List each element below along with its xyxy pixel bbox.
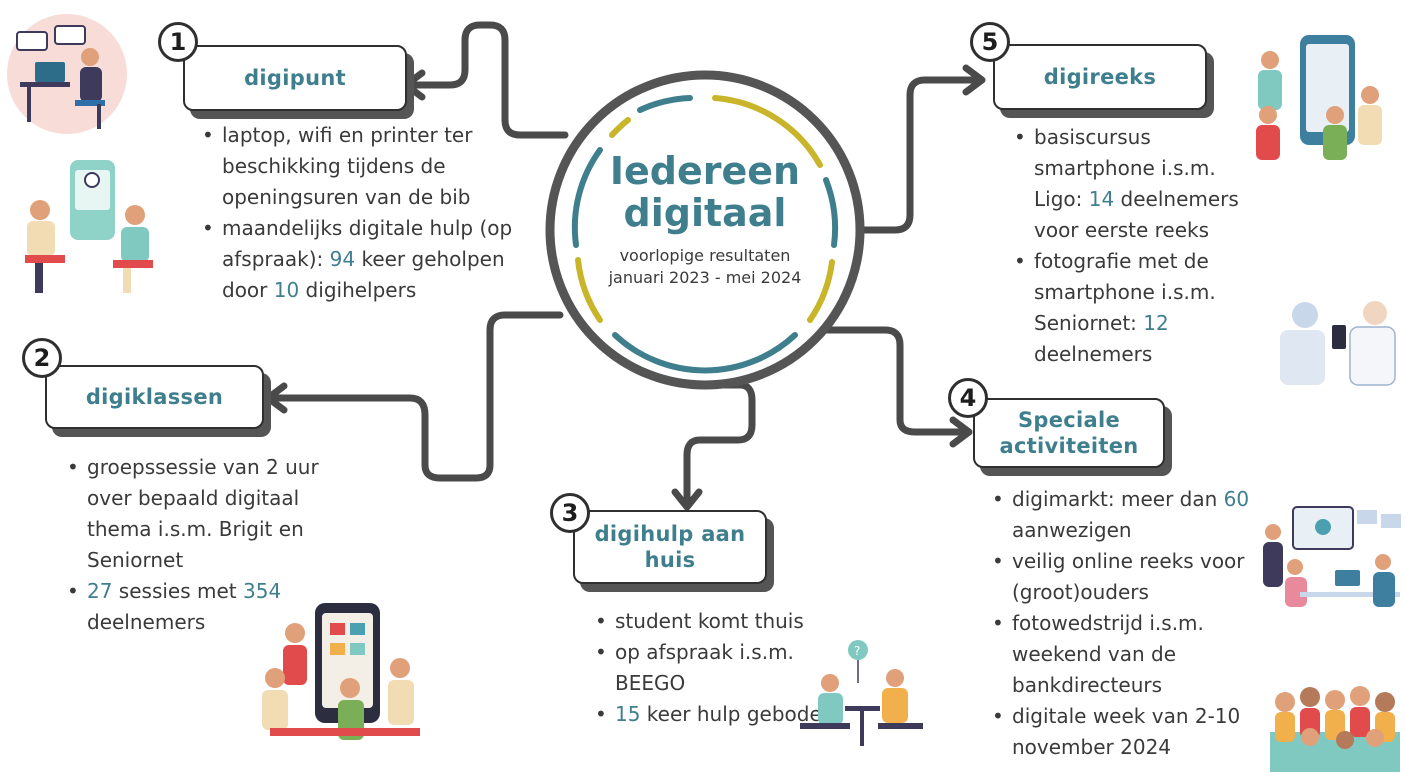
connector-digireeks — [834, 76, 984, 234]
bullet-text: fotografie met de smartphone i.s.m. Seni… — [1034, 249, 1216, 335]
bullet-text: deelnemers voor eerste reeks — [1034, 187, 1239, 242]
center-subtitle-line1: voorlopige resultaten — [619, 246, 791, 265]
bullet-item: digimarkt: meer dan 60 aanwezigen — [990, 484, 1265, 546]
bullet-text: student komt thuis — [615, 609, 804, 633]
node-number-badge-3: 3 — [550, 493, 590, 533]
bullet-item: veilig online reeks voor (groot)ouders — [990, 546, 1265, 608]
bullet-list-digihulp: student komt thuis op afspraak i.s.m. BEE… — [593, 606, 843, 730]
bullet-text: fotowedstrijd i.s.m. weekend van de bank… — [1012, 611, 1204, 697]
highlight-number: 15 — [615, 702, 641, 726]
bullet-text: basiscursus smartphone i.s.m. Ligo: — [1034, 125, 1216, 211]
highlight-number: 27 — [87, 579, 113, 603]
bullet-text: op afspraak i.s.m. BEEGO — [615, 640, 794, 695]
smartphone-group-illustration — [262, 603, 420, 740]
bullet-list-digipunt: laptop, wifi en printer ter beschikking … — [200, 120, 520, 306]
bullet-text: maandelijks digitale hulp (op afspraak): — [222, 216, 513, 271]
bullet-item: groepssessie van 2 uur over bepaald digi… — [65, 452, 365, 576]
center-arc-teal-right — [823, 177, 839, 248]
classroom-screen-illustration — [1263, 506, 1401, 607]
bullet-text: keer hulp geboden — [640, 702, 835, 726]
group-selfie-illustration — [1270, 686, 1400, 772]
bullet-text: digihelpers — [299, 278, 417, 302]
connector-digipunt — [404, 21, 569, 139]
svg-text:?: ? — [854, 644, 860, 658]
node-box-digireeks: digireeks — [993, 44, 1207, 110]
bullet-item: basiscursus smartphone i.s.m. Ligo: 14 d… — [1012, 122, 1262, 246]
bullet-item: maandelijks digitale hulp (op afspraak):… — [200, 213, 520, 306]
seniors-smartphone-illustration — [1256, 35, 1382, 160]
node-title-digihulp: digihulp aan huis — [594, 522, 746, 572]
node-number-badge-5: 5 — [970, 22, 1010, 62]
center-arc-yellow-right — [807, 259, 835, 323]
bullet-item: student komt thuis — [593, 606, 843, 637]
computer-workstation-illustration — [7, 14, 127, 134]
node-title-digiklassen: digiklassen — [85, 385, 224, 409]
bullet-item: digitale week van 2-10 november 2024 — [990, 701, 1265, 763]
bullet-item: 27 sessies met 354 deelnemers — [65, 576, 365, 638]
center-arc-yellow-top — [712, 95, 823, 168]
highlight-number: 60 — [1223, 487, 1250, 511]
center-subtitle: voorlopige resultaten januari 2023 - mei… — [565, 245, 845, 289]
node-box-speciale: Speciale activiteiten — [973, 398, 1165, 468]
bullet-text: digimarkt: meer dan — [1012, 487, 1224, 511]
phone-help-illustration — [25, 160, 153, 293]
connector-speciale — [816, 326, 971, 436]
center-title-line1: Iedereen — [609, 149, 801, 193]
node-box-digiklassen: digiklassen — [45, 365, 264, 429]
node-title-digireeks: digireeks — [1043, 65, 1157, 89]
bullet-item: 15 keer hulp geboden — [593, 699, 843, 730]
bullet-item: laptop, wifi en printer ter beschikking … — [200, 120, 520, 213]
node-number-badge-2: 2 — [22, 338, 62, 378]
connector-digihulp — [683, 381, 756, 508]
arrow-digireeks — [962, 64, 986, 96]
highlight-number: 14 — [1088, 187, 1115, 211]
arrow-digiklassen — [264, 382, 288, 414]
center-circle — [545, 70, 865, 390]
bullet-text: keer geholpen door — [222, 247, 505, 302]
bullet-item: op afspraak i.s.m. BEEGO — [593, 637, 843, 699]
center-arc-teal-bottom — [612, 332, 798, 374]
center-arc-teal-left — [571, 147, 603, 248]
center-title-line2: digitaal — [623, 191, 787, 235]
node-box-digipunt: digipunt — [183, 45, 407, 111]
bullet-text: deelnemers — [87, 610, 206, 634]
bullet-text: deelnemers — [1034, 342, 1153, 366]
bullet-item: fotografie met de smartphone i.s.m. Seni… — [1012, 246, 1262, 370]
center-subtitle-line2: januari 2023 - mei 2024 — [608, 268, 802, 287]
connector-digiklassen — [266, 311, 564, 482]
center-arc-yellow-topleft — [609, 117, 631, 138]
highlight-number: 354 — [243, 579, 282, 603]
bullet-text: groepssessie van 2 uur over bepaald digi… — [87, 455, 319, 572]
arrow-speciale — [949, 416, 973, 448]
bullet-item: fotowedstrijd i.s.m. weekend van de bank… — [990, 608, 1265, 701]
bullet-text: veilig online reeks voor (groot)ouders — [1012, 549, 1245, 604]
node-box-digihulp: digihulp aan huis — [573, 510, 767, 584]
bullet-text: laptop, wifi en printer ter beschikking … — [222, 123, 473, 209]
node-title-digipunt: digipunt — [244, 66, 346, 90]
highlight-number: 12 — [1143, 311, 1169, 335]
bullet-list-speciale: digimarkt: meer dan 60 aanwezigenveilig … — [990, 484, 1265, 763]
tablet-help-illustration — [1280, 301, 1396, 386]
center-arc-yellow-left — [575, 257, 603, 323]
bullet-text: sessies met — [112, 579, 243, 603]
bullet-list-digireeks: basiscursus smartphone i.s.m. Ligo: 14 d… — [1012, 122, 1262, 370]
center-title: Iedereen digitaal — [575, 150, 835, 234]
bullet-text: digitale week van 2-10 november 2024 — [1012, 704, 1241, 759]
node-number-badge-1: 1 — [158, 22, 198, 62]
bullet-text: aanwezigen — [1012, 518, 1132, 542]
highlight-number: 10 — [273, 278, 300, 302]
bullet-list-digiklassen: groepssessie van 2 uur over bepaald digi… — [65, 452, 365, 638]
center-arc-teal-top — [637, 95, 693, 113]
highlight-number: 94 — [329, 247, 356, 271]
node-number-badge-4: 4 — [948, 378, 988, 418]
home-help-illustration: ? — [800, 640, 923, 746]
node-title-speciale: Speciale activiteiten — [999, 408, 1139, 458]
arrow-digihulp — [671, 488, 703, 511]
